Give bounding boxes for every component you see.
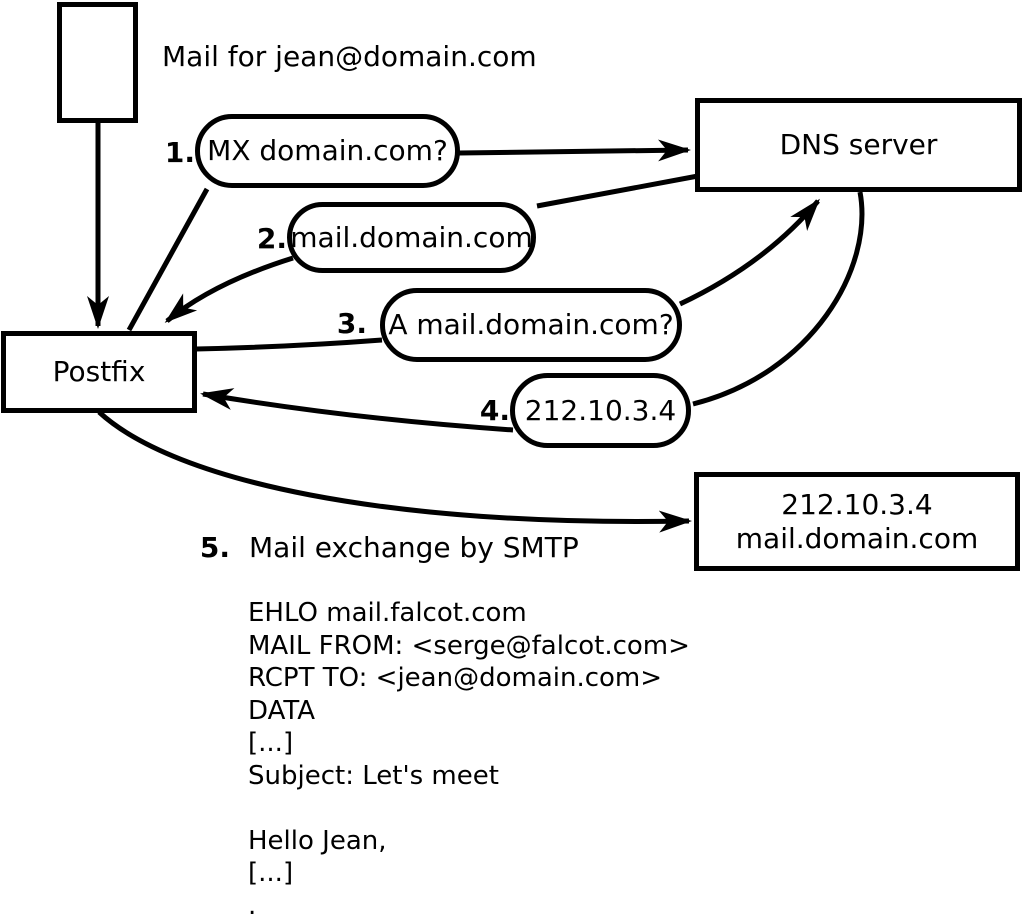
postfix-label: Postfix (52, 355, 146, 389)
step3-number: 3. (336, 307, 367, 340)
smtp-transcript: EHLO mail.falcot.com MAIL FROM: <serge@f… (248, 598, 690, 919)
dns-server-node: DNS server (695, 98, 1022, 192)
mail-server-ip: 212.10.3.4 (781, 487, 933, 521)
arrow-reply-mx-to-postfix (164, 255, 294, 323)
step4-label: 212.10.3.4 (524, 393, 677, 427)
step1-pill: MX domain.com? (195, 114, 460, 188)
link-postfix-to-query-a (195, 337, 383, 352)
step2-label: mail.domain.com (290, 220, 533, 254)
step5-number: 5. (199, 531, 230, 564)
dns-server-label: DNS server (779, 128, 938, 162)
link-dns-to-reply-mx (536, 173, 699, 209)
arrow-query-a-to-dns (678, 198, 820, 307)
step4-number: 4. (479, 394, 510, 427)
step2-number: 2. (256, 222, 287, 255)
arrow-reply-a-to-postfix (200, 388, 514, 433)
mail-message-node (57, 2, 138, 123)
step3-label: A mail.domain.com? (388, 308, 674, 342)
arrow-query-mx-to-dns (458, 139, 691, 162)
step2-pill: mail.domain.com (287, 202, 536, 273)
step5-label: Mail exchange by SMTP (249, 531, 579, 564)
postfix-node: Postfix (1, 331, 197, 413)
step1-number: 1. (164, 136, 195, 169)
mail-server-node: 212.10.3.4 mail.domain.com (694, 472, 1020, 571)
mail-server-hostname: mail.domain.com (735, 521, 979, 555)
mail-note: Mail for jean@domain.com (162, 40, 537, 73)
link-dns-to-reply-a (692, 191, 865, 407)
arrow-postfix-smtp-to-mail-server (97, 410, 692, 533)
step3-pill: A mail.domain.com? (380, 288, 682, 362)
step1-label: MX domain.com? (207, 134, 448, 168)
link-postfix-to-query-mx (126, 187, 210, 332)
step4-pill: 212.10.3.4 (510, 373, 691, 448)
